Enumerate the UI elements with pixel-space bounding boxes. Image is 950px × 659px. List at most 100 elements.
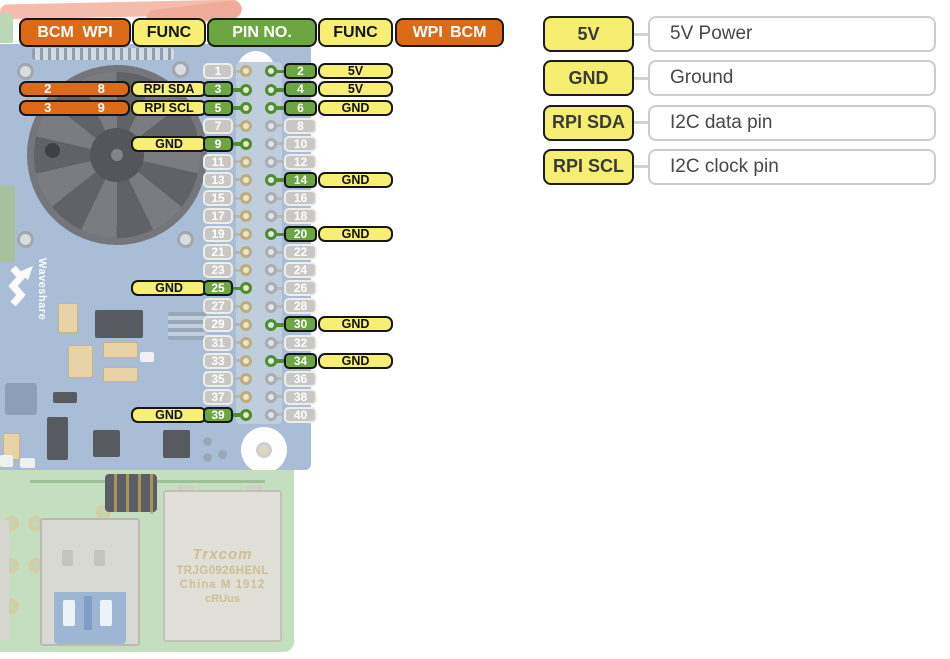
legend-desc-gnd: Ground: [648, 60, 936, 97]
right-func-badge: GND: [318, 171, 393, 188]
right-func-badge: GND: [318, 99, 393, 116]
pin-stem: [230, 286, 245, 291]
pin-stem: [268, 69, 286, 74]
column-header-bcm-wpi: BCM WPI: [19, 18, 131, 47]
pin-stem: [230, 250, 245, 254]
pin-badge: 15: [203, 189, 233, 206]
pin-stem: [230, 341, 245, 345]
pin-badge: 24: [284, 262, 317, 279]
pin-stem: [230, 142, 245, 146]
pin-stem: [230, 69, 245, 73]
usb-port-edge: [0, 520, 9, 640]
pin-badge: 38: [284, 388, 317, 405]
legend-connector: [634, 121, 648, 125]
pcb-edge: [0, 13, 13, 43]
pin-stem: [268, 323, 286, 327]
transistor: [163, 430, 190, 458]
pin-stem: [230, 232, 245, 236]
pin-badge: 1: [203, 63, 233, 80]
wpi-value: 9: [97, 99, 105, 115]
pin-stem: [268, 341, 286, 345]
right-func-badge: 5V: [318, 63, 393, 80]
pin-stem: [230, 323, 245, 327]
solder-lug: [240, 119, 252, 132]
left-func-badge: GND: [131, 406, 207, 423]
solder-lug: [240, 65, 252, 78]
legend-row: RPI SCL I2C clock pin: [543, 148, 936, 185]
pin-badge: 29: [203, 316, 233, 333]
screw: [17, 231, 34, 248]
solder-lug: [265, 246, 277, 259]
screw: [17, 63, 34, 80]
column-header-bcm: BCM: [449, 23, 487, 41]
legend-desc-5v: 5V Power: [648, 16, 936, 52]
legend-connector: [634, 76, 648, 80]
usb-contact: [63, 600, 75, 626]
capacitor: [103, 367, 138, 382]
mounting-hole-ring: [256, 442, 272, 458]
solder-lug: [265, 228, 277, 241]
usb-contact: [100, 600, 112, 626]
pin-badge: 37: [203, 388, 233, 405]
capacitor: [103, 342, 138, 358]
legend-connector: [634, 165, 648, 169]
ethernet-model-label: TRJG0926HENL: [176, 564, 269, 577]
pin-stem: [230, 124, 245, 128]
solder-lug: [240, 246, 252, 259]
pin-stem: [268, 178, 286, 182]
pin-badge: 40: [284, 406, 317, 423]
solder-lug: [265, 408, 277, 421]
pin-stem: [230, 88, 245, 92]
ethernet-brand-label: Trxcom: [192, 545, 253, 563]
pin-stem: [268, 413, 286, 417]
ethernet-ul-mark: cRUus: [205, 592, 240, 605]
legend-key-rpi-scl: RPI SCL: [543, 148, 634, 185]
pin-badge: 32: [284, 334, 317, 351]
column-header-wpi: WPI: [82, 23, 113, 41]
legend-row: GND Ground: [543, 60, 936, 97]
ic-chip: [95, 310, 143, 338]
inductor: [105, 474, 157, 512]
pin-stem: [230, 377, 245, 381]
pin-badge: 31: [203, 334, 233, 351]
solder-lug: [240, 83, 252, 96]
pin-badge: 18: [284, 208, 317, 225]
pin-badge: 25: [203, 280, 233, 297]
pin-badge: 30: [284, 316, 317, 333]
pin-stem: [230, 305, 245, 308]
pin-badge: 8: [284, 117, 317, 134]
left-func-badge: RPI SDA: [131, 81, 207, 98]
left-func-badge: RPI SCL: [131, 99, 207, 116]
legend-row: RPI SDA I2C data pin: [543, 104, 936, 141]
pin-stem: [268, 359, 286, 363]
right-func-badge: GND: [318, 316, 393, 333]
pin-row: 31 32: [0, 334, 430, 352]
pin-stem: [268, 232, 286, 237]
legend-key-5v: 5V: [543, 16, 634, 52]
pin-badge: 17: [203, 208, 233, 225]
usb-shell-dimple: [94, 550, 105, 566]
left-func-badge: GND: [131, 135, 207, 152]
solder-lug: [265, 155, 277, 168]
column-header-wpi-bcm: WPI BCM: [395, 18, 504, 47]
pin-row: 37 38: [0, 388, 430, 406]
solder-lug: [265, 137, 277, 150]
pin-badge: 11: [203, 153, 233, 170]
solder-lug: [265, 300, 277, 313]
waveshare-logo-text: Waveshare: [36, 258, 48, 321]
pin-stem: [268, 305, 286, 308]
pin-badge: 6: [284, 99, 317, 116]
solder-lug: [240, 173, 252, 186]
solder-lug: [240, 318, 252, 331]
smd-component: [0, 455, 13, 467]
